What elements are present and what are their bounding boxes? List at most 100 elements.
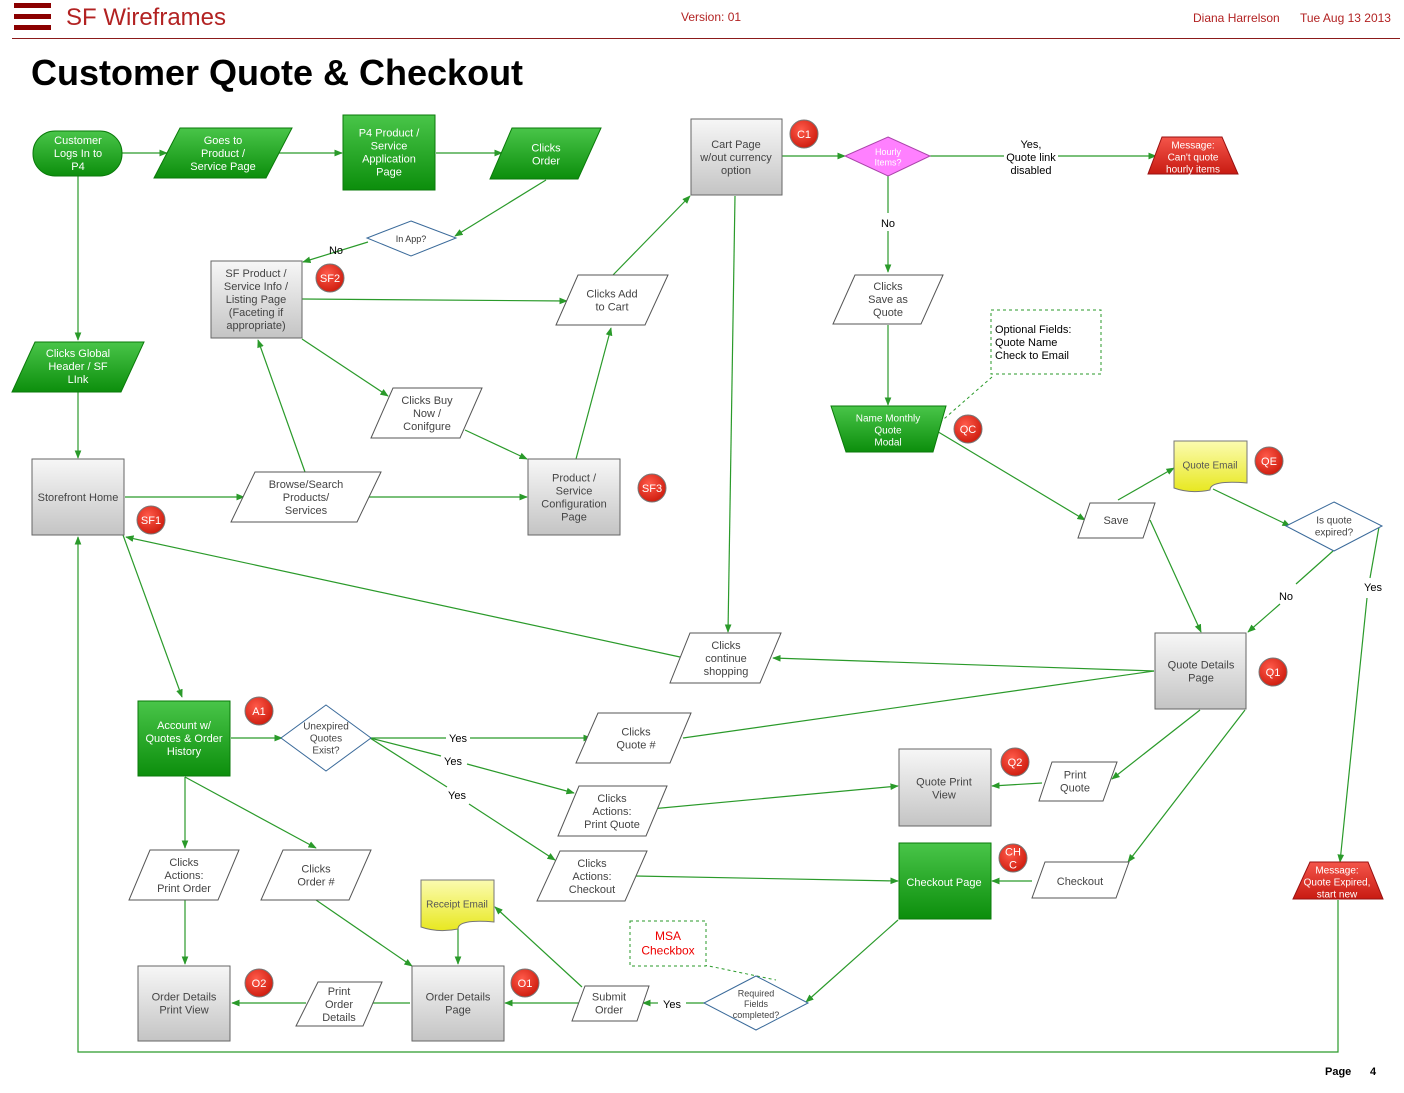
badge-label-q2: Q2 — [1008, 757, 1023, 769]
edge-unexp-yes3b — [468, 803, 556, 861]
edge-storefront-account — [122, 534, 183, 698]
node-hourly — [843, 136, 932, 177]
badge-label-sf2: SF2 — [320, 273, 340, 285]
edges — [74, 149, 1380, 1053]
node-save — [1077, 502, 1156, 539]
node-actions-print — [557, 785, 668, 837]
badge-sf2 — [315, 263, 345, 293]
badge-qe — [1254, 446, 1284, 476]
edge-email-expired — [1212, 488, 1291, 527]
edge-listing-buynow — [301, 338, 389, 397]
menu-icon[interactable] — [14, 3, 51, 33]
node-msg-expired — [1292, 861, 1384, 900]
node-sf-listing — [210, 260, 303, 339]
node-modal — [830, 405, 947, 453]
brand-title: SF Wireframes — [66, 4, 227, 31]
node-clicks-quote — [575, 712, 692, 764]
node-quote-print — [898, 748, 992, 827]
edge-quote-printquote — [1111, 709, 1201, 780]
node-storefront — [31, 458, 125, 536]
footer-page-number: 4 — [1370, 1066, 1377, 1078]
edge-config-addcart — [575, 327, 613, 460]
badge-label-sf1: SF1 — [141, 515, 161, 527]
edge-expired-yes-b — [1337, 597, 1368, 863]
label-in-app: In App? — [396, 234, 427, 244]
edge-unexp-yes2b — [466, 763, 575, 795]
shapes — [11, 114, 1384, 1042]
edge-buynow-config — [464, 429, 528, 460]
node-required — [702, 975, 810, 1031]
node-clicks-order-num — [260, 849, 372, 901]
node-continue — [669, 632, 782, 684]
edge-account-ordernum — [184, 776, 317, 849]
badge-o2 — [244, 968, 274, 998]
badge-label-a1: A1 — [252, 706, 265, 718]
node-optional — [990, 309, 1102, 375]
edge-quote-checkout — [1127, 709, 1246, 863]
edge-expired-no-b — [1247, 603, 1281, 633]
node-unexpired — [280, 704, 372, 772]
node-quote-email — [1173, 440, 1248, 493]
badge-sf3 — [637, 473, 667, 503]
node-cart-page — [690, 118, 783, 196]
badge-qc — [953, 414, 983, 444]
edge-listing-addcart — [301, 297, 568, 305]
badge-chc — [998, 843, 1028, 873]
node-print-order — [295, 981, 383, 1027]
badge-label-qc: QC — [960, 424, 977, 436]
label-quote-email: Quote Email — [1182, 461, 1237, 472]
edge-label-yes-unexp2: Yes — [444, 756, 462, 768]
node-submit — [571, 985, 650, 1022]
badge-label-o1: O1 — [518, 978, 533, 990]
edge-label-yes-unexp3: Yes — [448, 790, 466, 802]
node-account — [137, 700, 231, 777]
edge-addcart-cart — [612, 195, 691, 276]
badge-q1 — [1258, 657, 1288, 687]
edge-quote-clicksquote — [682, 670, 1155, 739]
node-add-cart — [555, 274, 669, 326]
node-clicks-order — [489, 127, 602, 180]
node-actions-print-order — [128, 849, 240, 901]
node-logs-in — [32, 130, 123, 177]
edge-order-inapp — [454, 179, 547, 237]
node-save-quote — [832, 274, 944, 325]
badge-label-sf3: SF3 — [642, 483, 662, 495]
badge-label-c1: C1 — [797, 129, 811, 141]
node-global-header — [11, 341, 145, 393]
badge-q2 — [1000, 747, 1030, 777]
edge-modal-save — [934, 429, 1086, 521]
label-checkout-page: Checkout Page — [906, 877, 981, 889]
edge-expired-storefront — [74, 536, 1339, 1053]
badge-o1 — [510, 968, 540, 998]
badges — [136, 119, 1288, 998]
badge-label-q1: Q1 — [1266, 667, 1281, 679]
edge-expired-no-a — [1295, 550, 1334, 585]
node-checkout — [1031, 861, 1130, 899]
node-print-quote — [1038, 761, 1118, 802]
edge-actprint-printview — [639, 783, 899, 811]
badge-c1 — [789, 119, 819, 149]
badge-a1 — [244, 696, 274, 726]
badge-label-qe: QE — [1261, 456, 1277, 468]
edge-label-no-expired: No — [1279, 591, 1293, 603]
edge-actcheckout-page — [634, 875, 899, 885]
